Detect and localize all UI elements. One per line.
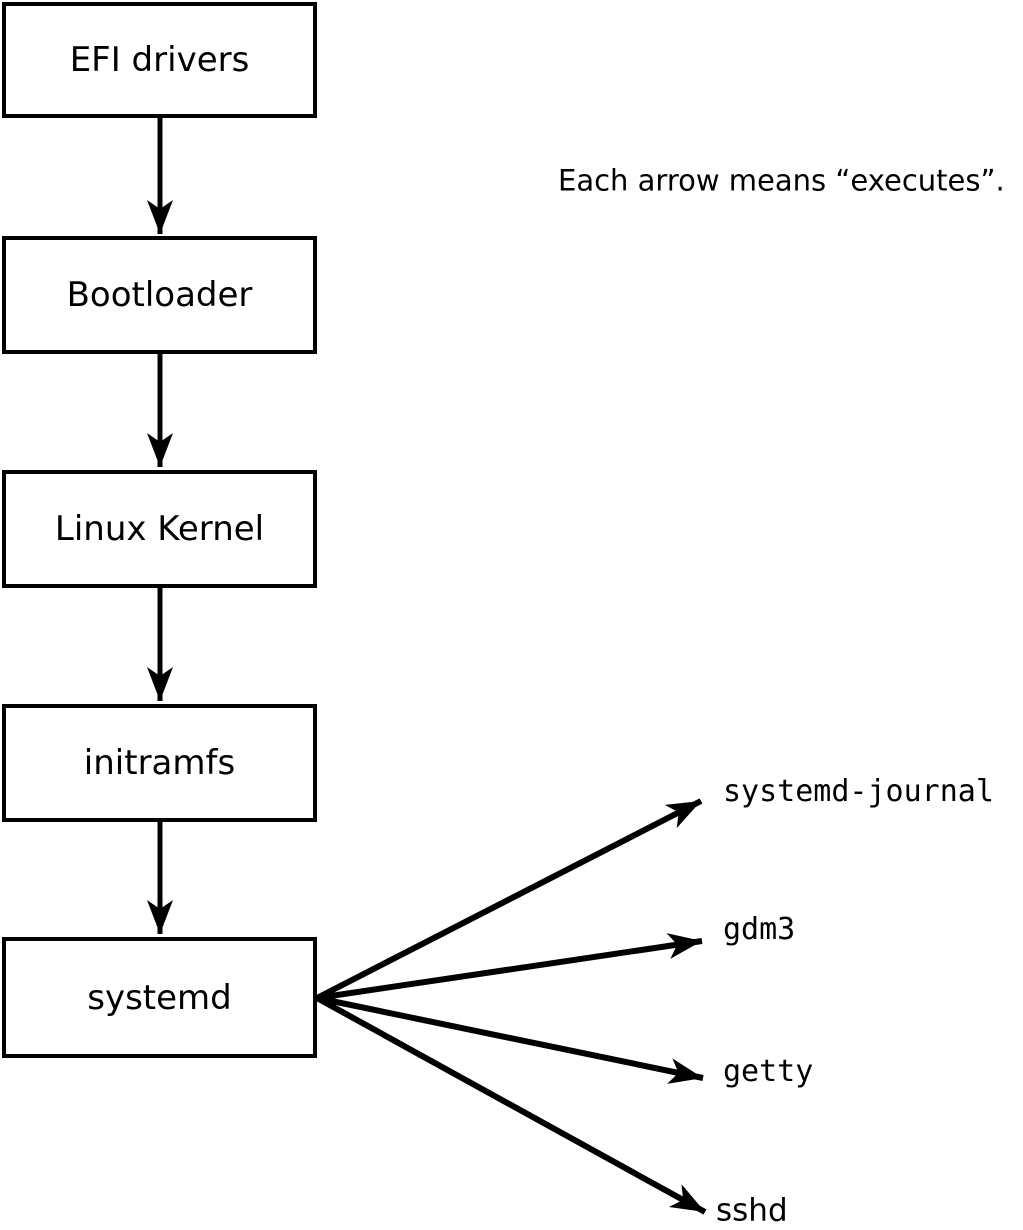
arrow-systemd-to-sshd-getty [316,995,704,1084]
node-bootloader: Bootloader [2,236,317,354]
node-linux-kernel: Linux Kernel [2,470,317,588]
node-efi-drivers: EFI drivers [2,2,317,118]
arrow-systemd-to-sshd [315,995,707,1215]
node-label: Linux Kernel [54,509,265,549]
label-gdm3: gdm3 [723,912,796,947]
node-systemd: systemd [2,937,317,1058]
label-sshd: sshd [716,1192,788,1229]
node-label: EFI drivers [69,40,250,80]
arrow-systemd-to-journal [315,798,703,1001]
arrow-legend-text: Each arrow means “executes”. [558,163,1005,198]
node-label: Bootloader [66,275,253,315]
node-label: systemd [87,977,232,1018]
label-systemd-journal: systemd-journal [723,774,994,809]
node-initramfs: initramfs [2,704,317,822]
arrow-systemd-to-gdm3 [316,933,703,1001]
node-label: initramfs [83,743,236,783]
label-getty: getty [723,1054,814,1089]
